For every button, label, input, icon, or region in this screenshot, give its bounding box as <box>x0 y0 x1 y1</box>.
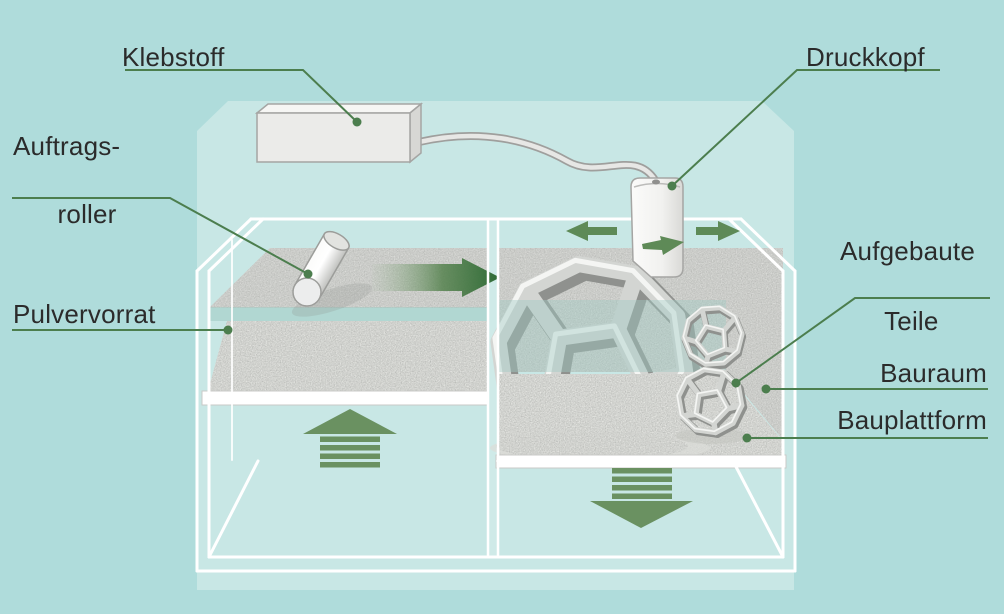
jet-down-arrow <box>642 236 684 255</box>
label-pulvervorrat-text: Pulvervorrat <box>13 299 156 329</box>
label-druckkopf: Druckkopf <box>806 40 925 74</box>
leader-klebstoff <box>125 69 358 123</box>
label-aufgebaute-teile: Aufgebaute Teile <box>840 234 975 339</box>
leader-auftragsroller <box>12 197 309 275</box>
label-aufgebaute-line1: Aufgebaute <box>840 236 976 266</box>
build-piston-down-arrow <box>590 468 693 528</box>
label-auftragsroller-line2: roller <box>57 199 117 229</box>
leader-lines <box>12 69 990 439</box>
build-chamber <box>499 248 783 440</box>
build-space-tint <box>499 300 726 372</box>
print-head <box>630 177 684 278</box>
powder-supply-chamber <box>201 248 490 406</box>
label-auftragsroller: Auftrags- roller <box>13 129 120 231</box>
label-klebstoff: Klebstoff <box>122 40 225 74</box>
application-roller <box>291 230 373 317</box>
label-bauraum-text: Bauraum <box>880 358 987 388</box>
label-klebstoff-text: Klebstoff <box>122 42 225 72</box>
recoating-direction-arrow <box>372 258 500 297</box>
built-parts-small <box>673 300 748 444</box>
label-bauplattform-text: Bauplattform <box>837 405 987 435</box>
leader-dots <box>223 117 771 443</box>
label-bauplattform: Bauplattform <box>837 403 987 437</box>
label-auftragsroller-line1: Auftrags- <box>13 131 121 161</box>
adhesive-reservoir <box>254 102 424 164</box>
label-pulvervorrat: Pulvervorrat <box>13 297 156 331</box>
label-aufgebaute-line2: Teile <box>884 306 939 336</box>
leader-aufgebaute-teile <box>735 297 990 384</box>
leader-druckkopf <box>671 69 940 187</box>
left-arrow <box>566 221 617 241</box>
supply-piston-up-arrow <box>303 409 397 468</box>
print-head-motion-arrows <box>566 221 740 241</box>
label-bauraum: Bauraum <box>880 356 987 390</box>
label-druckkopf-text: Druckkopf <box>806 42 925 72</box>
right-arrow <box>696 221 740 241</box>
supply-tube <box>415 131 659 184</box>
chamber-divider <box>488 219 498 557</box>
